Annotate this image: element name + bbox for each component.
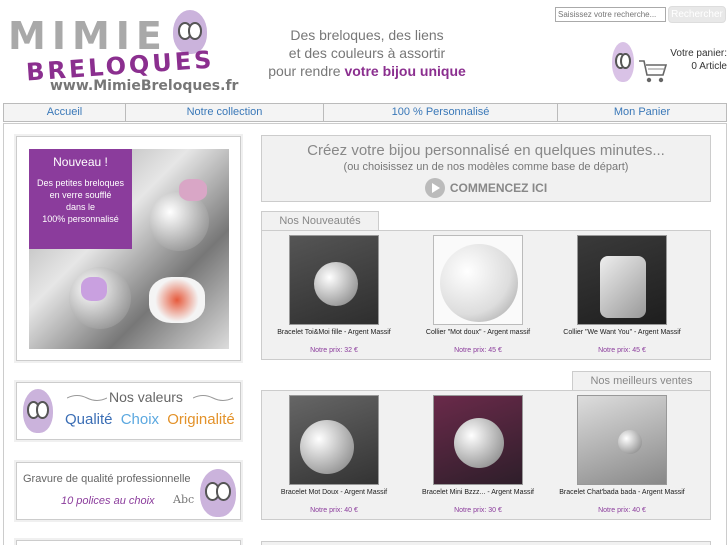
owl-cart-icon	[612, 42, 634, 82]
values-banner[interactable]: Nos valeurs Qualité Choix Originalité	[16, 382, 241, 440]
values-title: Nos valeurs	[109, 389, 183, 405]
product-name: Bracelet Toi&Moi fille - Argent Massif	[277, 329, 391, 336]
play-icon	[424, 178, 445, 198]
glass-bead-image	[179, 179, 207, 201]
pendant-image	[440, 244, 518, 322]
start-button[interactable]: COMMENCEZ ICI	[424, 178, 548, 198]
site-url: www.MimieBreloques.fr	[50, 78, 239, 94]
main-nav: Accueil Notre collection 100 % Personnal…	[3, 103, 727, 122]
search-input[interactable]	[555, 7, 666, 22]
promo-label: Nouveau ! Des petites breloques en verre…	[29, 149, 132, 249]
pendant-image	[454, 418, 504, 468]
owl-logo-icon	[173, 10, 207, 54]
product-price: Notre prix: 45 €	[598, 347, 646, 354]
stars-decoration-icon	[67, 395, 107, 401]
product-name: Collier "We Want You" - Argent Massif	[563, 329, 681, 336]
value-originality: Originalité	[167, 411, 235, 428]
search-button[interactable]: Rechercher	[668, 6, 726, 23]
slogan-line3-bold: votre bijou unique	[344, 63, 466, 79]
cart-label: Votre panier:	[670, 48, 727, 59]
product-image	[289, 395, 379, 485]
product-image	[577, 395, 667, 485]
promo-line4: 100% personnalisé	[42, 214, 119, 224]
owl-icon	[200, 469, 236, 517]
new-products-panel: Bracelet Toi&Moi fille - Argent Massif N…	[261, 230, 711, 360]
product-name: Bracelet Mot Doux - Argent Massif	[280, 489, 388, 496]
tab-best-sellers[interactable]: Nos meilleurs ventes	[572, 371, 711, 390]
pendant-image	[149, 191, 209, 251]
site-logo[interactable]: MIMIE BRELOQUES www.MimieBreloques.fr	[8, 8, 238, 98]
engraving-banner[interactable]: Gravure de qualité professionnelle 10 po…	[16, 462, 241, 520]
pendant-image	[314, 262, 358, 306]
promo-image: Nouveau ! Des petites breloques en verre…	[29, 149, 229, 349]
bottom-panel-partial	[261, 541, 711, 545]
slogan-line3: pour rendre votre bijou unique	[262, 62, 472, 80]
slogan-line2: et des couleurs à assortir	[288, 45, 446, 61]
owl-icon	[23, 389, 53, 433]
product-price: Notre prix: 45 €	[454, 347, 502, 354]
best-products-panel: Bracelet Mot Doux - Argent Massif Notre …	[261, 390, 711, 520]
customize-hero[interactable]: Créez votre bijou personnalisé en quelqu…	[261, 135, 711, 202]
pendant-image	[300, 420, 354, 474]
nav-collection[interactable]: Notre collection	[126, 104, 324, 121]
product-card[interactable]: Collier "Mot doux" - Argent massif Notre…	[406, 235, 550, 354]
hero-title: Créez votre bijou personnalisé en quelqu…	[307, 142, 665, 159]
product-image	[433, 395, 523, 485]
hero-subtitle: (ou choisissez un de nos modèles comme b…	[343, 161, 629, 173]
product-name: Bracelet Mini Bzzz... - Argent Massif	[421, 489, 535, 496]
product-card[interactable]: Collier "We Want You" - Argent Massif No…	[550, 235, 694, 354]
shopping-cart-icon	[639, 60, 668, 83]
product-image	[433, 235, 523, 325]
nav-accueil[interactable]: Accueil	[4, 104, 126, 121]
slogan: Des breloques, des liens et des couleurs…	[262, 26, 472, 80]
slogan-line3-prefix: pour rendre	[268, 63, 345, 79]
logo-letters-top: MIMIE	[8, 14, 168, 58]
pendant-image	[618, 430, 642, 454]
promo-title: Nouveau !	[53, 155, 108, 169]
value-quality: Qualité	[65, 411, 113, 428]
slogan-line1: Des breloques, des liens	[290, 27, 444, 43]
nav-panier[interactable]: Mon Panier	[613, 106, 671, 118]
stars-decoration-icon	[193, 395, 233, 401]
product-card[interactable]: Bracelet Toi&Moi fille - Argent Massif N…	[262, 235, 406, 354]
tab-new-products[interactable]: Nos Nouveautés	[261, 211, 379, 230]
product-name: Collier "Mot doux" - Argent massif	[425, 329, 531, 336]
cart-summary: Votre panier: 0 Article	[670, 47, 727, 73]
engraving-title: Gravure de qualité professionnelle	[23, 473, 191, 485]
promo-line2: en verre soufflé	[49, 190, 112, 200]
cart-count: 0 Article	[691, 61, 727, 72]
values-words: Qualité Choix Originalité	[65, 411, 239, 428]
product-price: Notre prix: 32 €	[310, 347, 358, 354]
promo-line1: Des petites breloques	[36, 178, 125, 188]
value-choice: Choix	[120, 411, 160, 428]
start-button-label: COMMENCEZ ICI	[449, 181, 548, 195]
dog-tag-image	[600, 256, 646, 318]
glass-star-image	[81, 277, 107, 301]
left-box-partial	[16, 540, 241, 545]
product-image	[577, 235, 667, 325]
engraving-subtitle: 10 polices au choix	[61, 495, 155, 507]
product-price: Notre prix: 40 €	[598, 507, 646, 514]
product-price: Notre prix: 30 €	[454, 507, 502, 514]
product-card[interactable]: Bracelet Mot Doux - Argent Massif Notre …	[262, 395, 406, 514]
nav-personnalise[interactable]: 100 % Personnalisé	[324, 104, 558, 121]
glass-bead-image	[149, 277, 205, 323]
product-card[interactable]: Bracelet Chat'bada bada - Argent Massif …	[550, 395, 694, 514]
promo-line3: dans le	[65, 202, 96, 212]
promo-banner[interactable]: Nouveau ! Des petites breloques en verre…	[16, 136, 241, 361]
product-price: Notre prix: 40 €	[310, 507, 358, 514]
engraving-abc-glyph: Abc	[173, 493, 195, 506]
cart-widget[interactable]: Votre panier: 0 Article	[610, 40, 727, 90]
product-name: Bracelet Chat'bada bada - Argent Massif	[559, 489, 685, 496]
product-image	[289, 235, 379, 325]
product-card[interactable]: Bracelet Mini Bzzz... - Argent Massif No…	[406, 395, 550, 514]
